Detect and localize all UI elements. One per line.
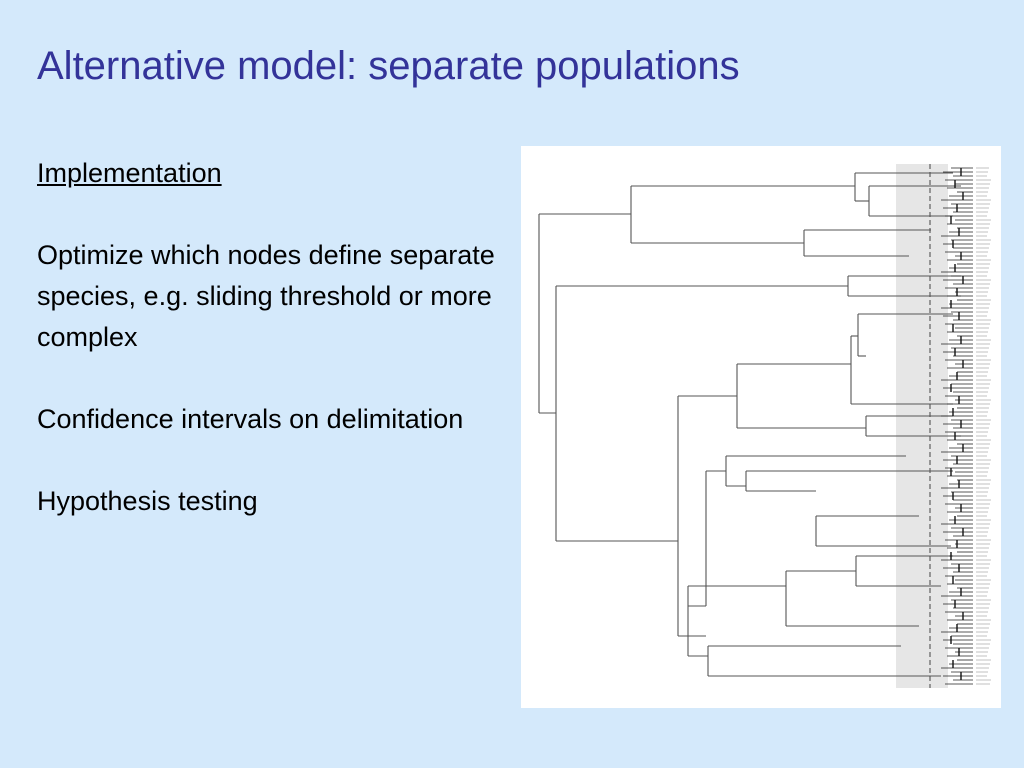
paragraph-optimize: Optimize which nodes define separate spe…	[37, 240, 495, 352]
slide-title: Alternative model: separate populations	[37, 44, 740, 88]
dendrogram-figure	[521, 146, 1001, 708]
paragraph-hypothesis: Hypothesis testing	[37, 486, 258, 516]
tip-labels	[941, 167, 991, 685]
dendrogram-svg	[538, 164, 991, 688]
threshold-band	[896, 164, 948, 688]
paragraph-confidence: Confidence intervals on delimitation	[37, 404, 464, 434]
section-heading: Implementation	[37, 158, 222, 188]
slide-body: Implementation Optimize which nodes defi…	[37, 153, 507, 563]
tree-branches	[538, 172, 961, 677]
